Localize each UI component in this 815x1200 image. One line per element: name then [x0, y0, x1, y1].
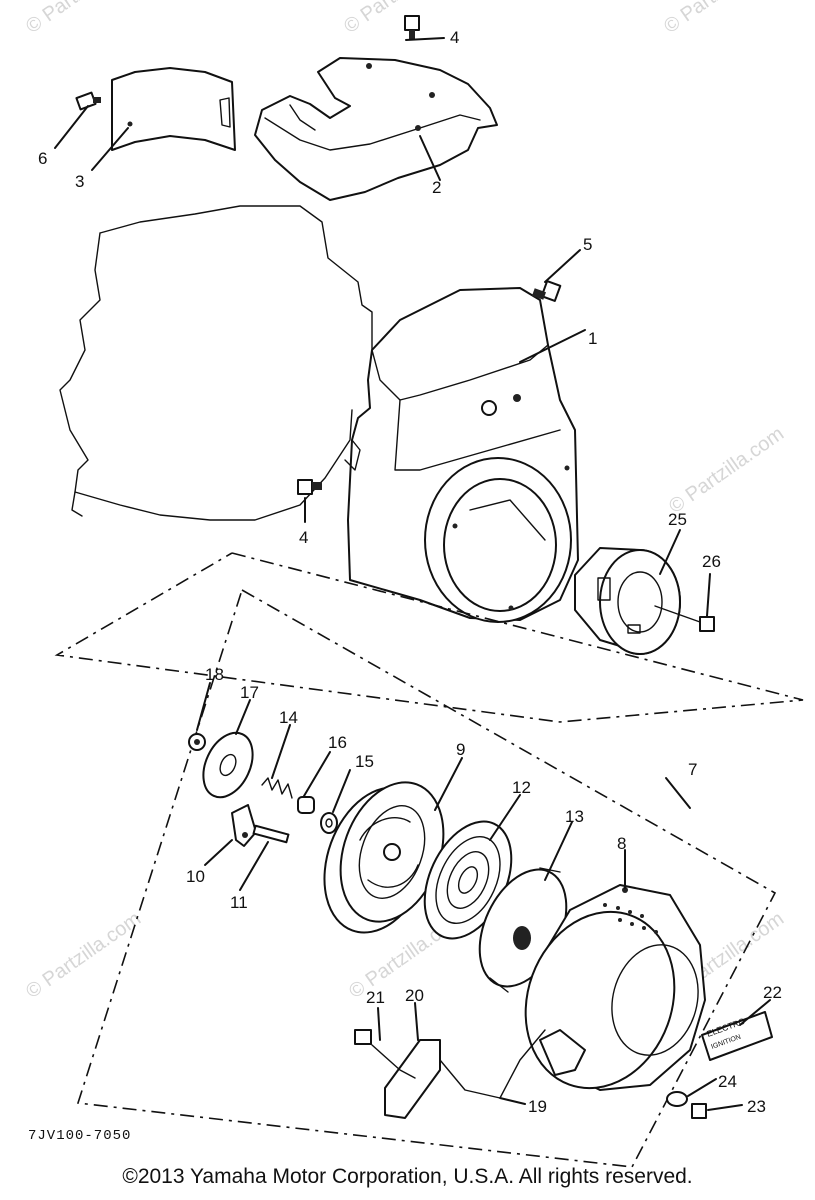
callout-5: 5	[583, 235, 592, 254]
callout-22: 22	[763, 983, 782, 1002]
bolt-4-middle	[297, 479, 322, 495]
callout-2: 2	[432, 178, 441, 197]
washer-15	[320, 812, 338, 834]
callout-4: 4	[299, 528, 308, 547]
side-plate	[111, 67, 236, 151]
engine-outline	[59, 205, 373, 521]
callout-23: 23	[747, 1097, 766, 1116]
fan-housing	[344, 287, 579, 623]
copyright-notice: ©2013 Yamaha Motor Corporation, U.S.A. A…	[122, 1165, 693, 1188]
starter-assembly-outline	[76, 589, 777, 1168]
callout-20: 20	[405, 986, 424, 1005]
callout-8: 8	[617, 834, 626, 853]
bolt-6	[75, 91, 101, 111]
callout-25: 25	[668, 510, 687, 529]
callout-19: 19	[528, 1097, 547, 1116]
callout-24: 24	[718, 1072, 737, 1091]
callout-21: 21	[366, 988, 385, 1007]
callout-10: 10	[186, 867, 205, 886]
leader-lines	[54, 37, 771, 1111]
decal: ELECTRO IGNITION	[701, 1011, 773, 1061]
callout-12: 12	[512, 778, 531, 797]
callout-17: 17	[240, 683, 259, 702]
callout-3: 3	[75, 172, 84, 191]
callout-7: 7	[688, 760, 697, 779]
callout-13: 13	[565, 807, 584, 826]
collar	[297, 796, 315, 814]
callout-26: 26	[702, 552, 721, 571]
callout-1: 1	[588, 329, 597, 348]
washer-24	[666, 1091, 688, 1107]
diagram-code: 7JV100-7050	[28, 1128, 132, 1144]
callout-15: 15	[355, 752, 374, 771]
callout-18: 18	[205, 665, 224, 684]
pulley	[323, 781, 445, 934]
callout-4: 4	[450, 28, 459, 47]
starter-cup	[574, 547, 681, 655]
callout-6: 6	[38, 149, 47, 168]
callout-14: 14	[279, 708, 298, 727]
pin	[252, 824, 290, 844]
top-shroud	[254, 57, 498, 201]
nut-18	[188, 733, 206, 751]
ratchet	[231, 804, 257, 847]
starter-handle	[384, 1029, 546, 1119]
callout-16: 16	[328, 733, 347, 752]
friction-plate	[202, 731, 254, 799]
callout-9: 9	[456, 740, 465, 759]
bolt-4-top	[404, 15, 420, 40]
rope-knot	[354, 1029, 416, 1079]
callout-11: 11	[230, 893, 248, 912]
recoil-assembly-outline	[54, 552, 804, 723]
starter-case	[524, 884, 706, 1091]
screw-23	[691, 1103, 707, 1119]
bolt-5	[531, 280, 562, 302]
spring	[261, 777, 293, 799]
